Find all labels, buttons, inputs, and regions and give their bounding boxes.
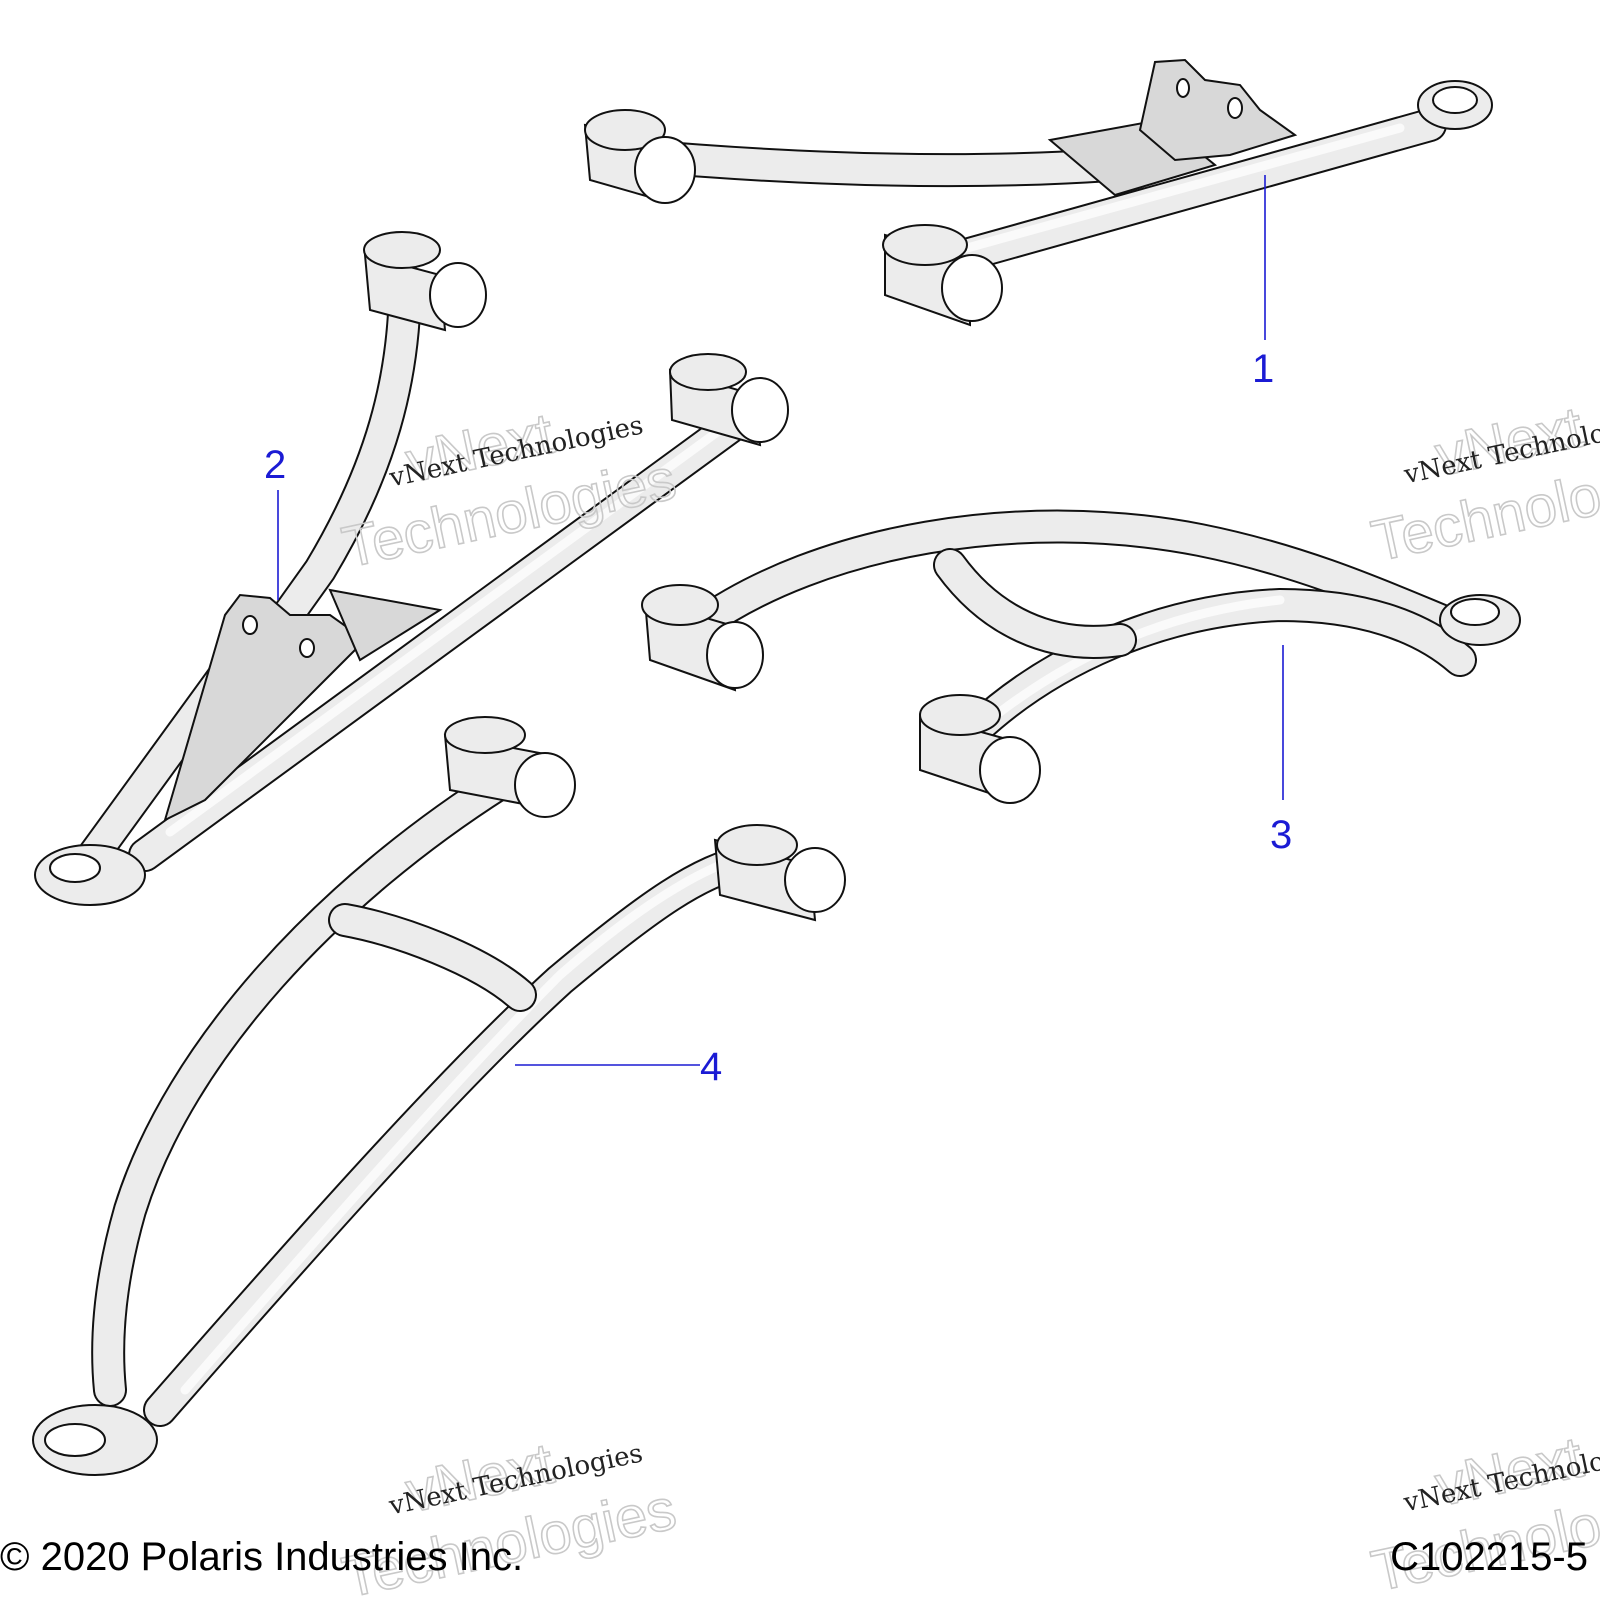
watermark-top-right: vNext Technologies vNext Technologies xyxy=(1365,394,1600,575)
part-4-control-arm[interactable] xyxy=(32,716,846,1476)
watermark-bottom-right: vNext Technologies vNext Technologies xyxy=(1365,1424,1600,1600)
figure-code: C102215-5 xyxy=(1390,1535,1588,1579)
callout-3: 3 xyxy=(1270,813,1292,857)
callout-4: 4 xyxy=(700,1045,722,1089)
part-2-control-arm[interactable] xyxy=(34,231,789,906)
callout-1: 1 xyxy=(1252,347,1274,391)
watermark-bottom-left: vNext Technologies vNext Technologies xyxy=(336,1430,682,1600)
callout-2: 2 xyxy=(264,443,286,487)
part-3-control-arm[interactable] xyxy=(641,509,1521,804)
copyright-text: © 2020 Polaris Industries Inc. xyxy=(0,1535,524,1579)
part-1-control-arm[interactable] xyxy=(583,58,1493,327)
